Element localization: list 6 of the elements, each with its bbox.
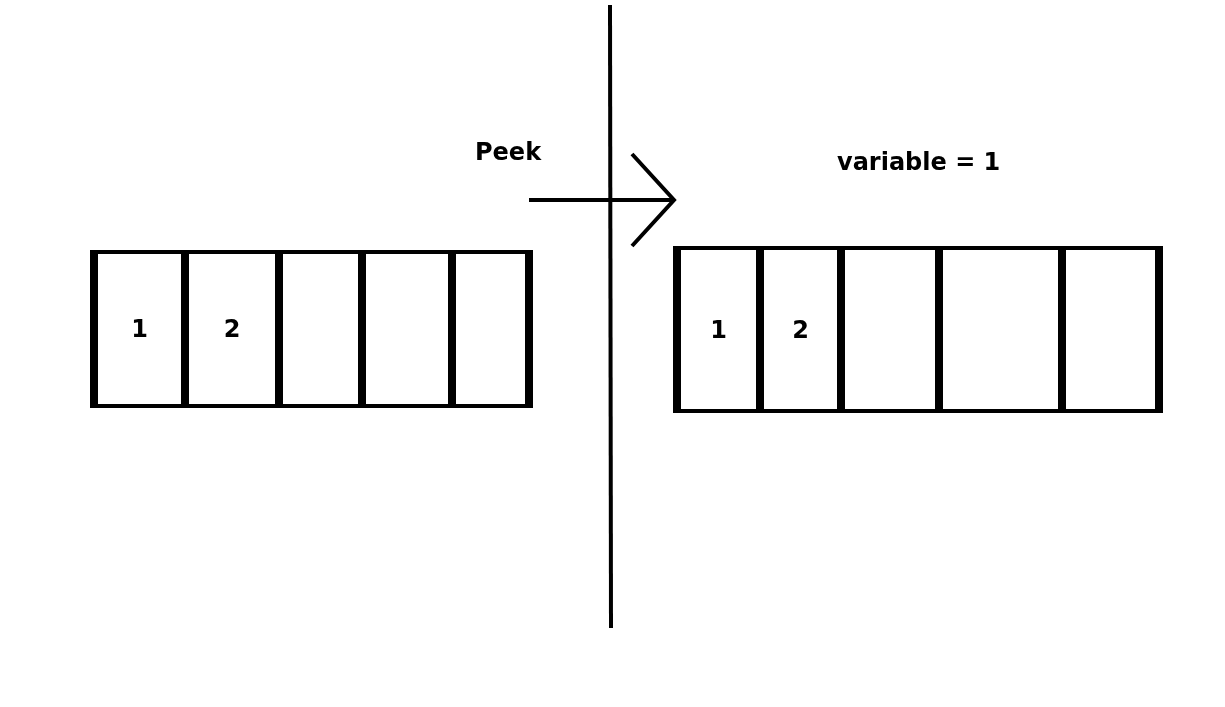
queue-cell: 1 bbox=[90, 250, 189, 408]
arrow bbox=[529, 152, 676, 248]
queue-cell bbox=[448, 250, 533, 408]
queue-cell: 1 bbox=[673, 246, 764, 413]
queue-cell bbox=[1058, 246, 1163, 413]
variable-label: variable = 1 bbox=[837, 148, 1001, 176]
